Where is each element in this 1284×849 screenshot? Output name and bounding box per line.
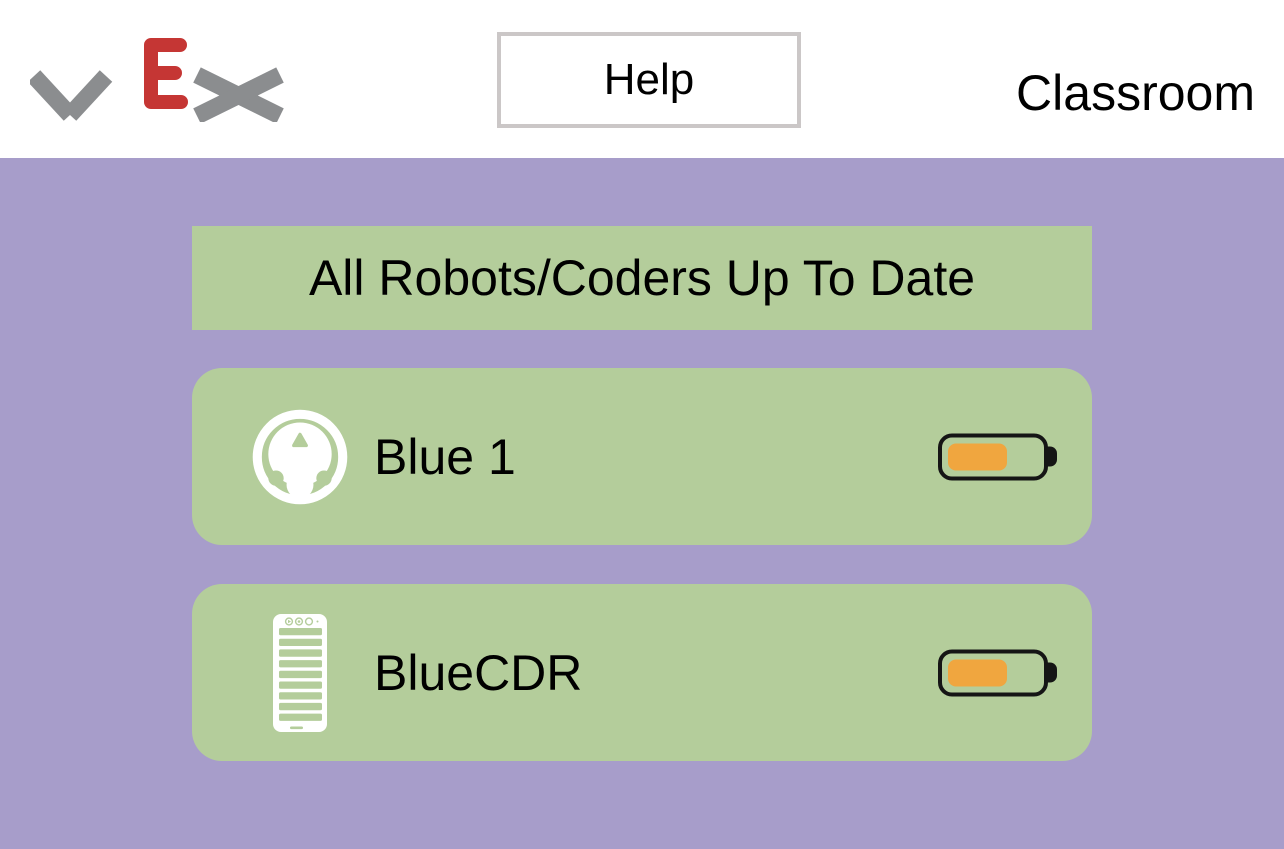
status-banner: All Robots/Coders Up To Date <box>192 226 1092 330</box>
battery-indicator <box>938 433 1057 480</box>
status-banner-text: All Robots/Coders Up To Date <box>308 250 976 306</box>
battery-terminal <box>1044 662 1057 683</box>
robot-123-icon <box>252 392 348 522</box>
coder-icon <box>252 608 348 738</box>
battery-fill <box>948 443 1008 470</box>
vex-logo-icon <box>27 38 284 124</box>
device-name: BlueCDR <box>374 644 583 701</box>
help-button[interactable]: Help <box>497 32 801 128</box>
help-button-label: Help <box>603 55 695 104</box>
battery-terminal <box>1044 446 1057 467</box>
device-card-bluecdr[interactable]: BlueCDR <box>192 584 1092 761</box>
classroom-label[interactable]: Classroom <box>1016 65 1255 121</box>
device-name: Blue 1 <box>374 428 516 485</box>
battery-fill <box>948 659 1008 686</box>
device-card-blue-1[interactable]: Blue 1 <box>192 368 1092 545</box>
battery-indicator <box>938 649 1057 696</box>
vex-logo <box>27 36 285 124</box>
header-bar: Help Classroom <box>0 0 1284 158</box>
